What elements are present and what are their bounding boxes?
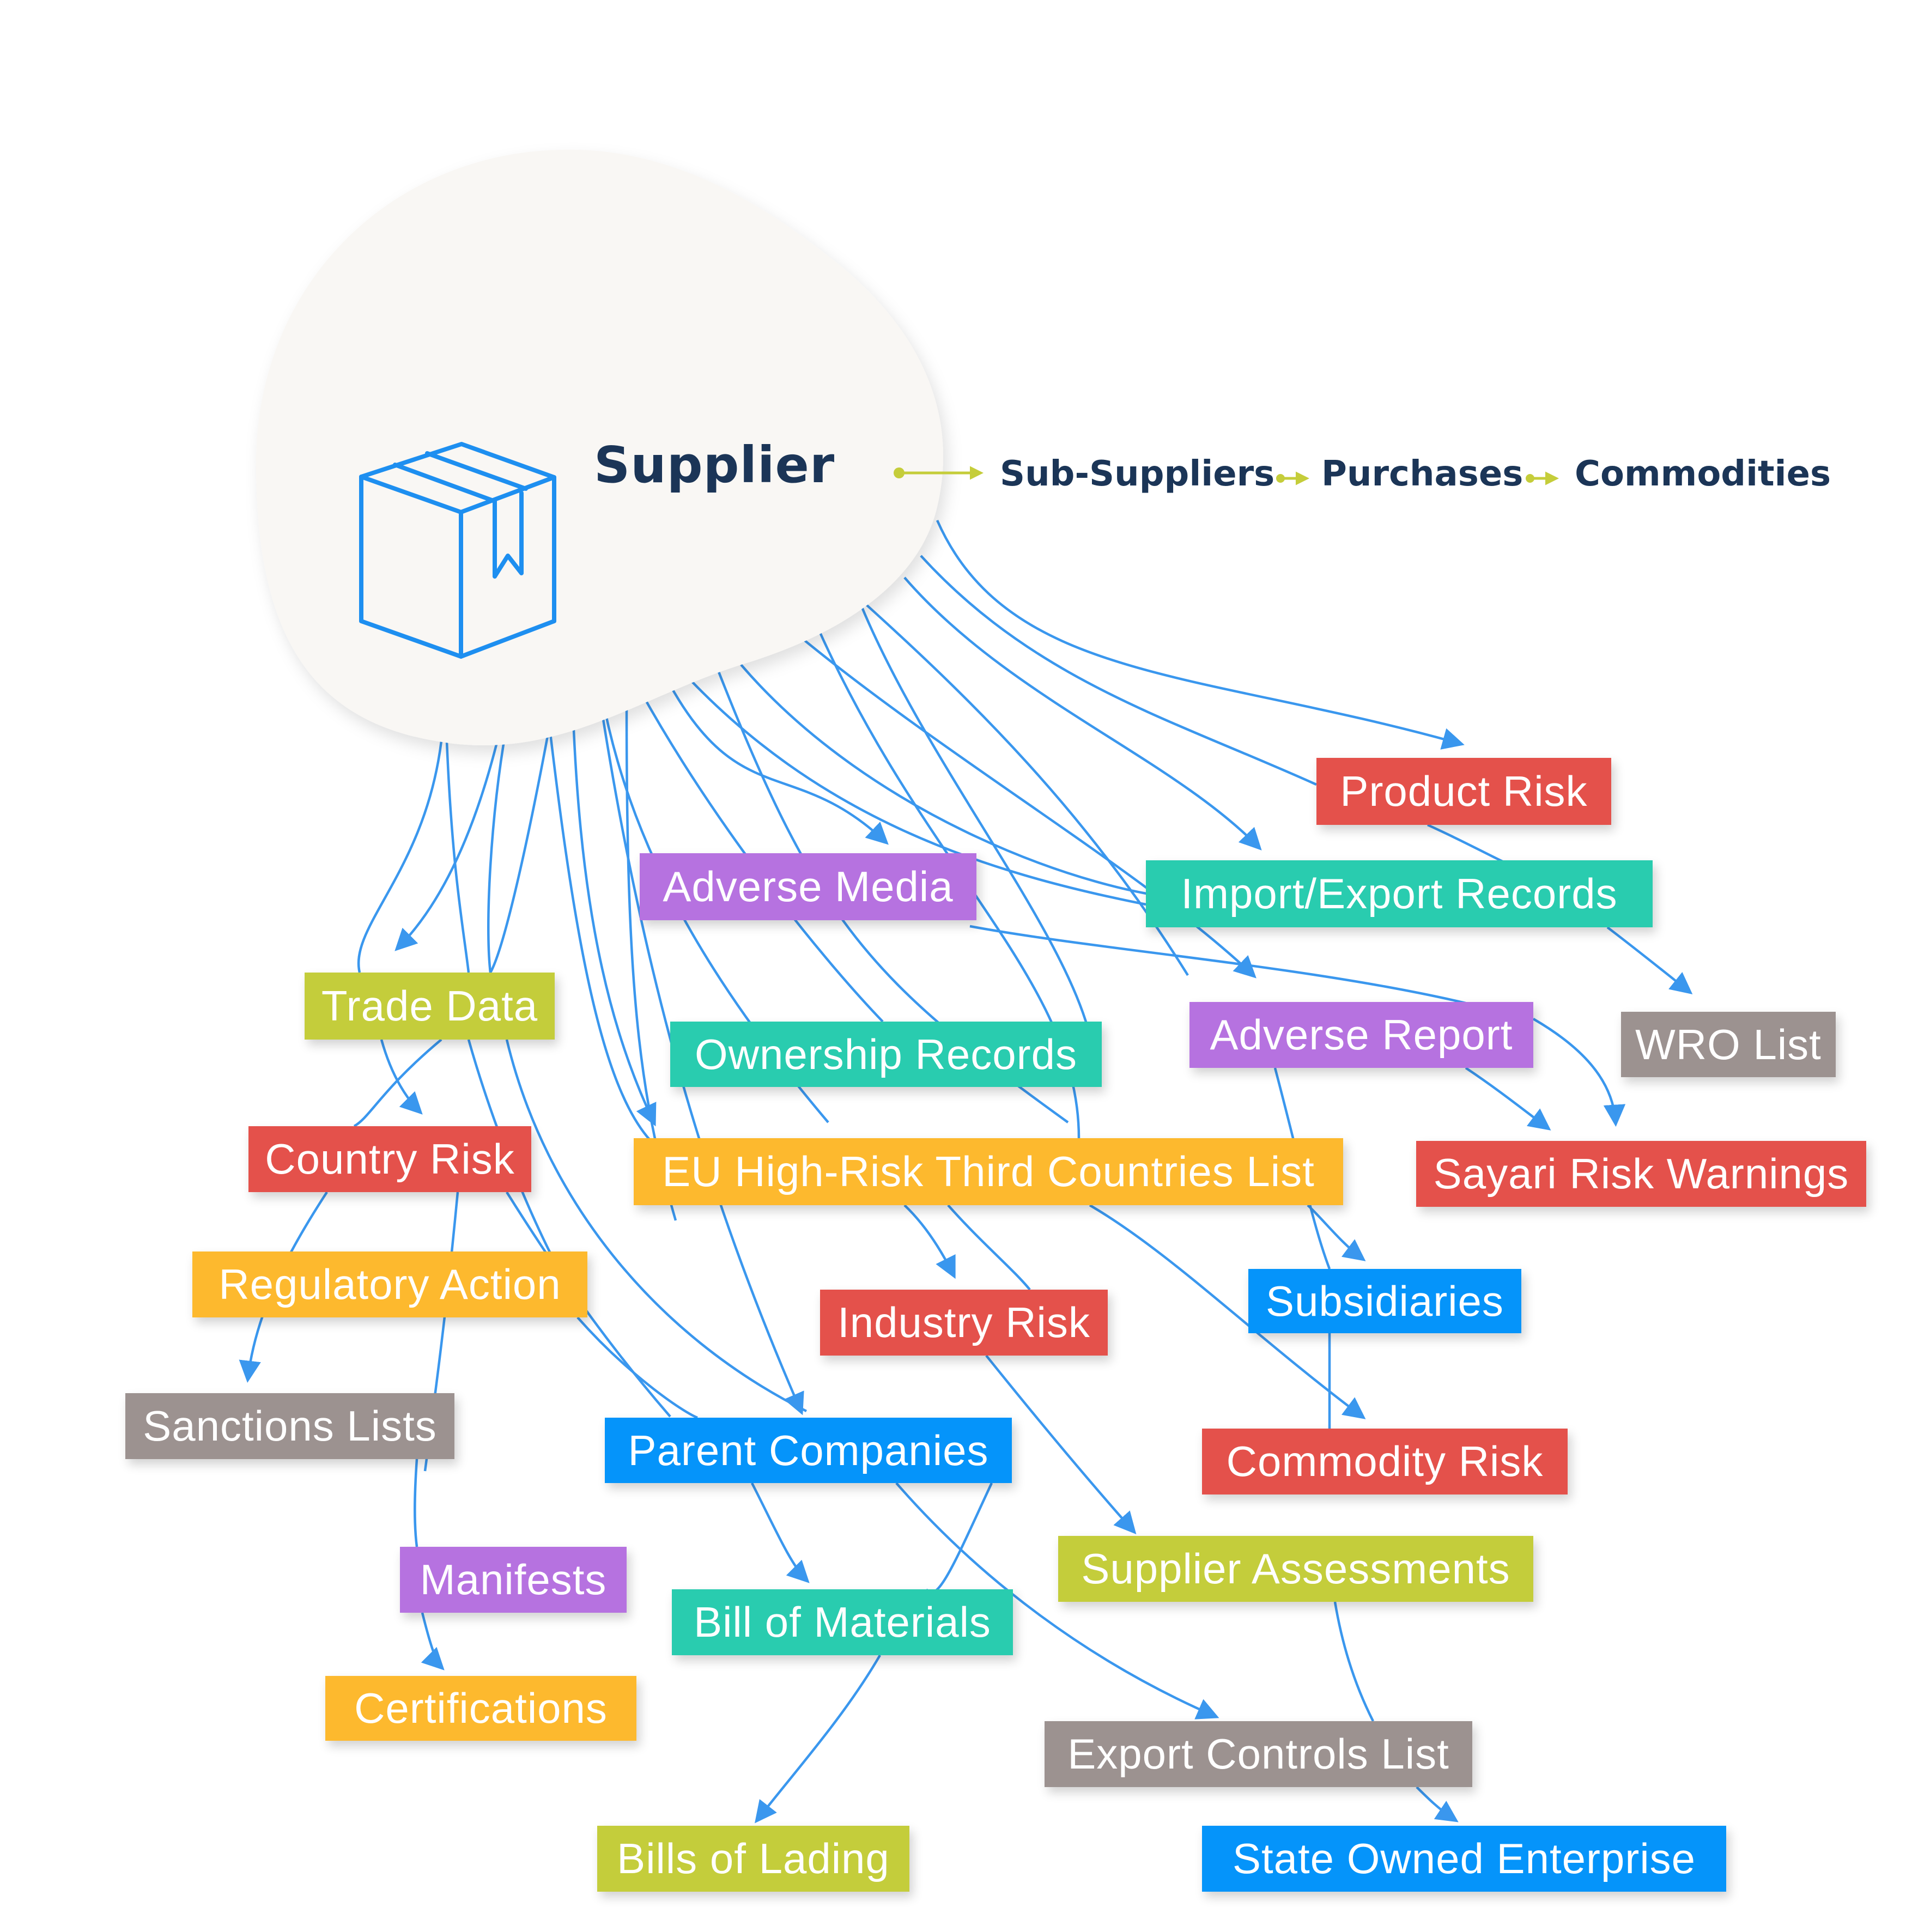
edge-connector (1465, 1067, 1551, 1131)
edge-connector (925, 1483, 993, 1594)
edge-connector (487, 724, 508, 973)
node-regulatory-action[interactable]: Regulatory Action (192, 1251, 587, 1317)
node-commodity-risk[interactable]: Commodity Risk (1202, 1429, 1568, 1494)
node-label: Adverse Media (663, 862, 954, 910)
edge-connector (543, 686, 655, 1145)
node-label: State Owned Enterprise (1232, 1834, 1696, 1882)
edge-connector (865, 604, 1189, 976)
edge-connector (631, 675, 884, 1023)
node-label: Product Risk (1340, 767, 1588, 815)
node-label: Import/Export Records (1181, 870, 1618, 918)
node-state-owned-enterprise[interactable]: State Owned Enterprise (1202, 1826, 1726, 1892)
edge-connector (947, 1204, 1031, 1291)
node-label: Commodity Risk (1226, 1437, 1544, 1485)
node-parent-companies[interactable]: Parent Companies (605, 1418, 1012, 1483)
node-bills-of-lading[interactable]: Bills of Lading (597, 1826, 909, 1892)
edge-connector (800, 636, 1256, 979)
chain-arrows (894, 466, 1559, 485)
chain-item-sub-suppliers[interactable]: Sub-Suppliers (1000, 454, 1275, 494)
edge-connector (394, 724, 503, 951)
node-bill-of-materials[interactable]: Bill of Materials (672, 1589, 1013, 1655)
node-certifications[interactable]: Certifications (325, 1676, 636, 1741)
edge-connector (903, 1204, 956, 1279)
edge-connector (859, 604, 1091, 1036)
edge-connector (421, 1612, 445, 1670)
edge-connector (489, 691, 557, 974)
node-label: EU High-Risk Third Countries List (662, 1147, 1315, 1195)
edge-connector (985, 1354, 1137, 1535)
node-sanctions-lists[interactable]: Sanctions Lists (125, 1393, 454, 1459)
edge-connector (969, 925, 1526, 1020)
edge-connector (357, 740, 443, 973)
node-label: Country Risk (265, 1135, 515, 1183)
edge-connector (570, 686, 657, 1127)
node-label: Sayari Risk Warnings (1433, 1150, 1849, 1198)
node-country-risk[interactable]: Country Risk (248, 1126, 531, 1192)
node-import-export-records[interactable]: Import/Export Records (1146, 860, 1653, 927)
node-label: Export Controls List (1067, 1730, 1449, 1778)
edge-connector (895, 1482, 1219, 1720)
node-label: Bill of Materials (694, 1598, 991, 1646)
edge-connector (936, 520, 1465, 750)
edge-connector (658, 664, 889, 845)
edge-group (239, 520, 1693, 1824)
edge-connector (755, 1654, 881, 1824)
node-label: Sanctions Lists (143, 1402, 437, 1450)
node-sayari-risk-warnings[interactable]: Sayari Risk Warnings (1416, 1141, 1866, 1207)
edge-connector (740, 664, 1190, 901)
edge-connector (1532, 1018, 1626, 1127)
node-label: Certifications (354, 1684, 608, 1732)
node-adverse-report[interactable]: Adverse Report (1189, 1002, 1533, 1068)
node-label: Manifests (420, 1556, 607, 1603)
edge-connector (576, 1316, 698, 1419)
node-eu-high-risk[interactable]: EU High-Risk Third Countries List (634, 1138, 1343, 1205)
supplier-title: Supplier (594, 436, 835, 494)
node-export-controls-list[interactable]: Export Controls List (1045, 1721, 1472, 1787)
node-label: WRO List (1635, 1020, 1822, 1068)
node-label: Parent Companies (628, 1426, 989, 1474)
node-supplier-assessments[interactable]: Supplier Assessments (1058, 1536, 1533, 1602)
node-product-risk[interactable]: Product Risk (1316, 758, 1611, 825)
edge-connector (1416, 1786, 1459, 1822)
package-box-icon (359, 442, 556, 659)
edge-connector (1307, 1204, 1366, 1261)
edge-connector (1333, 1601, 1375, 1722)
edge-connector (445, 740, 470, 973)
edge-connector (920, 555, 1317, 786)
node-manifests[interactable]: Manifests (400, 1547, 627, 1613)
edge-connector (505, 1039, 808, 1413)
chain-item-commodities[interactable]: Commodities (1575, 454, 1831, 494)
edge-connector (380, 1039, 423, 1115)
node-adverse-media[interactable]: Adverse Media (640, 853, 976, 920)
node-subsidiaries[interactable]: Subsidiaries (1248, 1269, 1521, 1333)
edge-connector (353, 1038, 442, 1127)
edge-connector (414, 1459, 418, 1547)
node-label: Bills of Lading (617, 1834, 890, 1882)
node-label: Trade Data (321, 982, 538, 1030)
edge-connector (750, 1482, 810, 1583)
node-ownership-records[interactable]: Ownership Records (670, 1022, 1102, 1087)
edge-connector (903, 576, 1262, 850)
edge-connector (1089, 1204, 1366, 1419)
chain-item-purchases[interactable]: Purchases (1321, 454, 1523, 494)
node-label: Subsidiaries (1266, 1277, 1504, 1325)
node-label: Supplier Assessments (1081, 1545, 1510, 1593)
node-label: Industry Risk (837, 1298, 1090, 1346)
supplier-blob[interactable] (256, 149, 943, 745)
node-wro-list[interactable]: WRO List (1621, 1012, 1836, 1077)
node-trade-data[interactable]: Trade Data (305, 973, 555, 1040)
node-label: Ownership Records (695, 1030, 1077, 1078)
node-industry-risk[interactable]: Industry Risk (820, 1290, 1108, 1356)
node-label: Regulatory Action (218, 1260, 561, 1308)
node-label: Adverse Report (1210, 1011, 1513, 1059)
edge-connector (1606, 926, 1693, 995)
